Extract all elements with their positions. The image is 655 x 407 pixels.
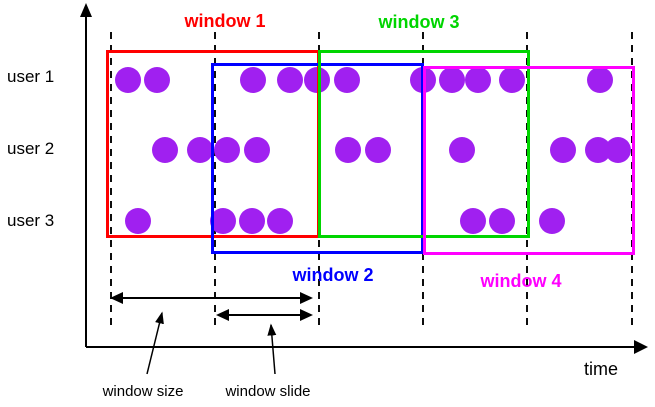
- event-dot: [489, 208, 515, 234]
- window-slide-arrowhead-left-icon: [216, 309, 229, 321]
- window-size-arrowhead-left-icon: [110, 292, 123, 304]
- event-dot: [144, 67, 170, 93]
- user-2-label: user 2: [7, 139, 55, 158]
- event-dot: [605, 137, 631, 163]
- event-dot: [539, 208, 565, 234]
- window-3-label: window 3: [378, 12, 460, 32]
- window-1-label: window 1: [184, 11, 266, 31]
- event-dot: [210, 208, 236, 234]
- event-dot: [277, 67, 303, 93]
- event-dot: [460, 208, 486, 234]
- user-3-label: user 3: [7, 211, 55, 230]
- window-size-arrowhead-right-icon: [300, 292, 313, 304]
- event-dot: [439, 67, 465, 93]
- event-dot: [214, 137, 240, 163]
- window-4-box: [423, 66, 635, 255]
- window-2-box: [211, 63, 424, 254]
- window-slide-arrowhead-right-icon: [300, 309, 313, 321]
- event-dot: [499, 67, 525, 93]
- event-dot: [125, 208, 151, 234]
- event-dot: [115, 67, 141, 93]
- user-1-label: user 1: [7, 67, 55, 86]
- event-dot: [365, 137, 391, 163]
- event-dot: [152, 137, 178, 163]
- window-slide-arrow: [227, 314, 302, 316]
- event-dot: [587, 67, 613, 93]
- time-axis-label: time: [584, 359, 619, 379]
- event-dot: [187, 137, 213, 163]
- window-size-arrow: [121, 297, 302, 299]
- event-dot: [240, 67, 266, 93]
- dashed-boundary-line: [110, 32, 112, 328]
- dashed-boundary-line: [214, 32, 216, 328]
- event-dot: [335, 137, 361, 163]
- window-size-pointer-icon: [146, 311, 164, 375]
- event-dot: [550, 137, 576, 163]
- window-2-label: window 2: [292, 265, 374, 285]
- window-4-label: window 4: [480, 271, 562, 291]
- window-size-label: window size: [102, 383, 184, 400]
- event-dot: [465, 67, 491, 93]
- event-dot: [239, 208, 265, 234]
- window-slide-label: window slide: [225, 383, 311, 400]
- x-axis-arrowhead-icon: [634, 340, 648, 354]
- event-dot: [244, 137, 270, 163]
- x-axis: [86, 346, 635, 348]
- event-dot: [334, 67, 360, 93]
- y-axis-arrowhead-icon: [80, 3, 92, 17]
- event-dot: [267, 208, 293, 234]
- y-axis: [85, 15, 87, 347]
- window-slide-pointer-icon: [267, 323, 277, 375]
- event-dot: [449, 137, 475, 163]
